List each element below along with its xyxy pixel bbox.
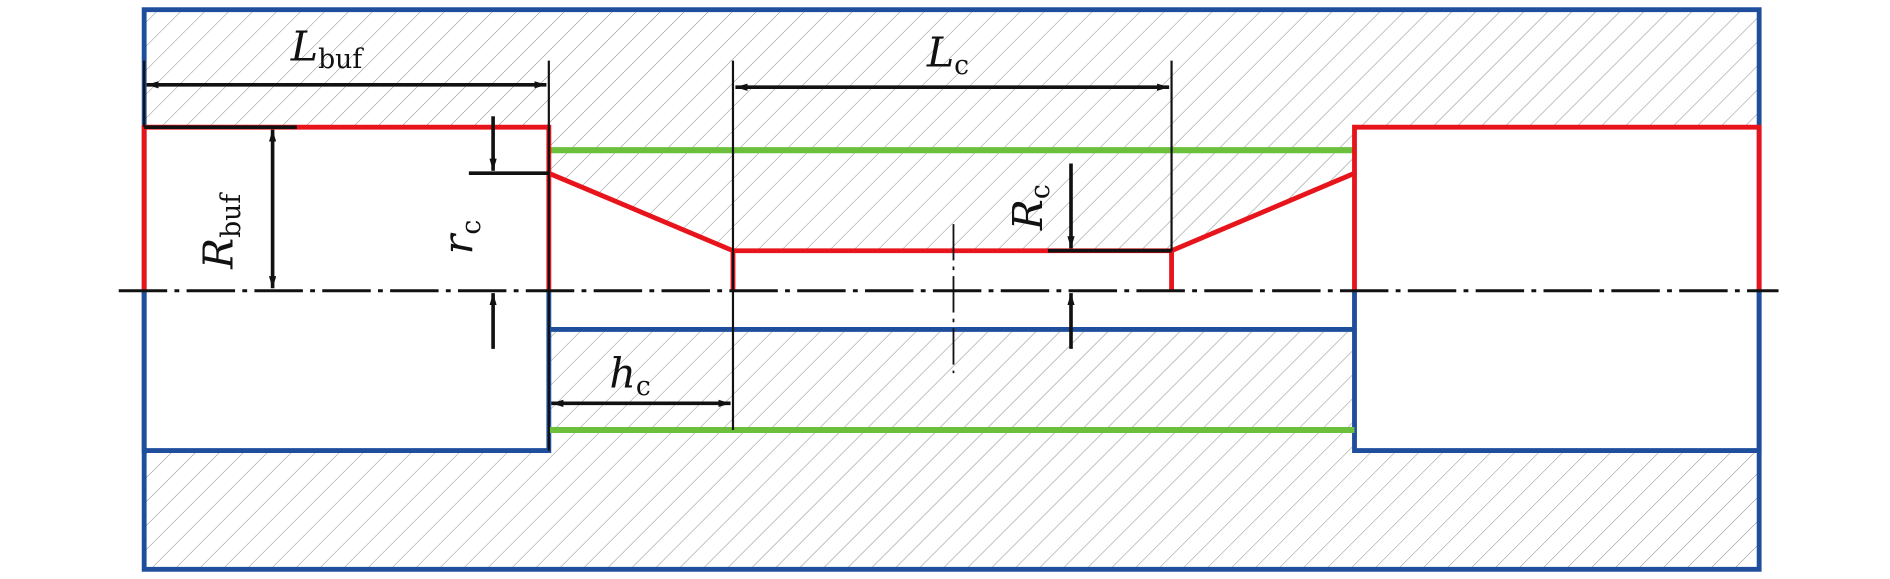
right-buffer-cavity [1354, 127, 1760, 451]
label-L-buf: Lbuf [290, 23, 365, 75]
label-h-c: hc [609, 350, 650, 402]
left-buffer-cavity [144, 127, 549, 451]
label-R-c: Rc [1004, 184, 1056, 231]
dimension-arrows [146, 81, 1170, 407]
label-L-c: Lc [926, 29, 969, 81]
label-R-buf: Rbuf [195, 192, 247, 270]
dimension-lines [143, 60, 1173, 451]
label-r-c: rc [434, 220, 486, 255]
green-boundaries [548, 147, 1355, 434]
